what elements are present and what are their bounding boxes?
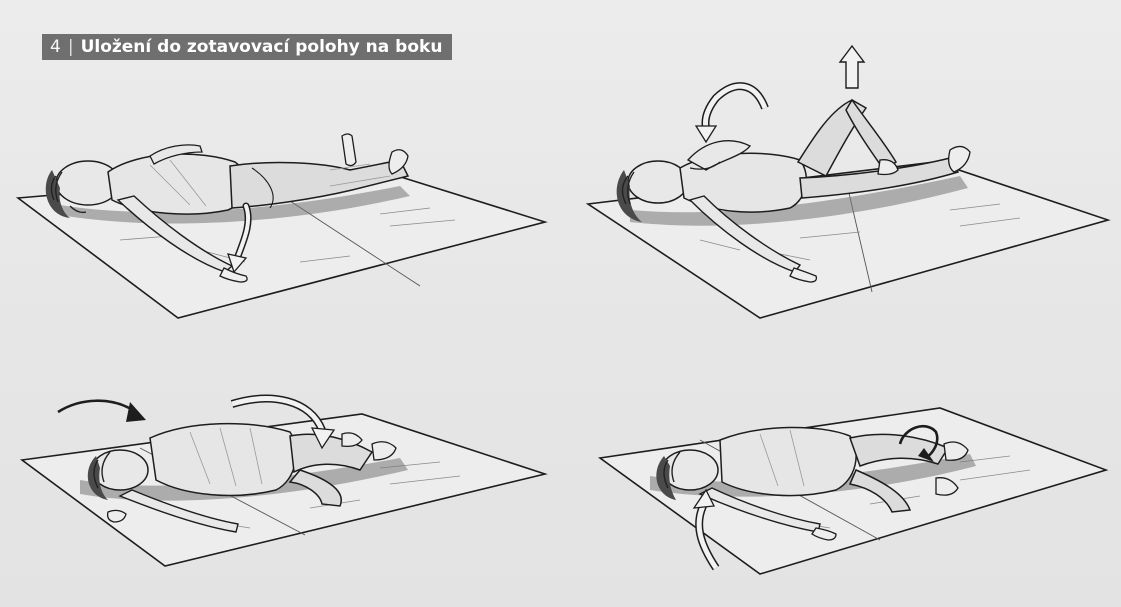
panel-step-1 — [18, 134, 545, 318]
curved-arrow-icon — [58, 401, 146, 422]
arrow-up-icon — [840, 46, 864, 88]
panel-step-4 — [600, 408, 1106, 574]
panel-step-2 — [588, 46, 1108, 318]
panel-step-3 — [22, 399, 545, 566]
curved-arrow-icon — [696, 86, 765, 142]
